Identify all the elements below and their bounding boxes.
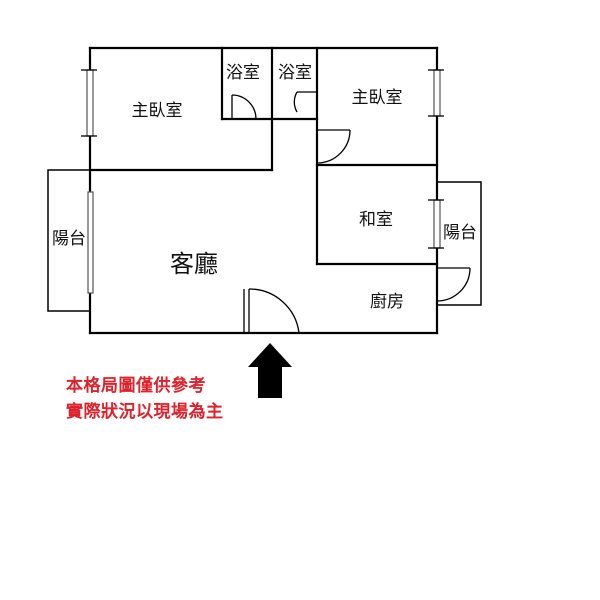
window-japanese-room [433, 199, 441, 249]
window-left-bedroom [86, 69, 94, 137]
label-balcony-left: 陽台 [52, 229, 86, 249]
label-master-bedroom-left: 主臥室 [132, 101, 183, 121]
label-bath-2: 浴室 [278, 63, 312, 83]
label-kitchen: 廚房 [370, 291, 404, 312]
windows [81, 69, 444, 294]
notice-line-2: 實際狀況以現場為主 [66, 402, 224, 422]
doors [231, 91, 471, 334]
interior-walls [88, 46, 439, 266]
notice-line-1: 本格局圖僅供參考 [66, 376, 206, 396]
label-balcony-right: 陽台 [443, 223, 477, 243]
entrance-arrow-icon [248, 343, 292, 398]
label-living-room: 客廳 [170, 250, 218, 278]
sliding-door-left-balcony [87, 191, 94, 294]
label-japanese-room: 和室 [359, 210, 393, 230]
label-master-bedroom-right: 主臥室 [352, 88, 403, 108]
window-right-bedroom [433, 69, 441, 117]
label-bath-1: 浴室 [226, 63, 260, 83]
